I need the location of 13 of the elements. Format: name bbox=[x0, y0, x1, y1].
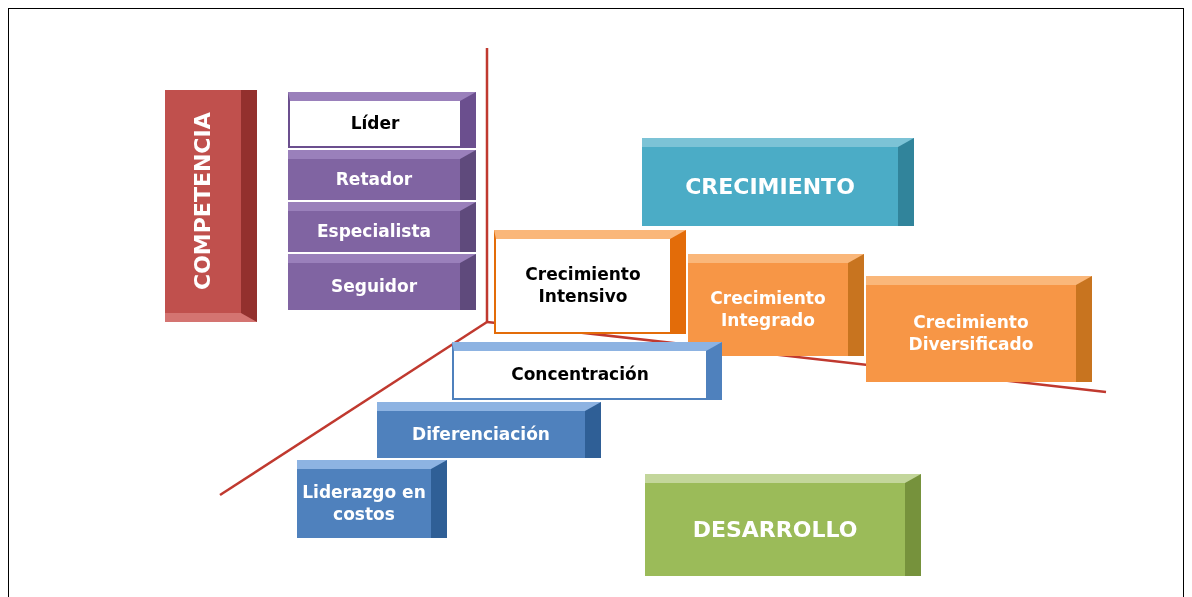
category-block: DESARROLLO bbox=[645, 474, 921, 576]
option-block: Seguidor bbox=[288, 254, 476, 310]
option-block: Retador bbox=[288, 150, 476, 200]
category-block: COMPETENCIA bbox=[165, 90, 257, 322]
option-block: Concentración bbox=[452, 342, 722, 400]
option-block: Diferenciación bbox=[377, 402, 601, 458]
option-block: Crecimiento Integrado bbox=[688, 254, 864, 356]
option-block: Liderazgo en costos bbox=[297, 460, 447, 538]
option-block: Crecimiento Diversificado bbox=[866, 276, 1092, 382]
option-block: Especialista bbox=[288, 202, 476, 252]
category-block: CRECIMIENTO bbox=[642, 138, 914, 226]
option-block: Líder bbox=[288, 92, 476, 148]
option-block: Crecimiento Intensivo bbox=[494, 230, 686, 334]
